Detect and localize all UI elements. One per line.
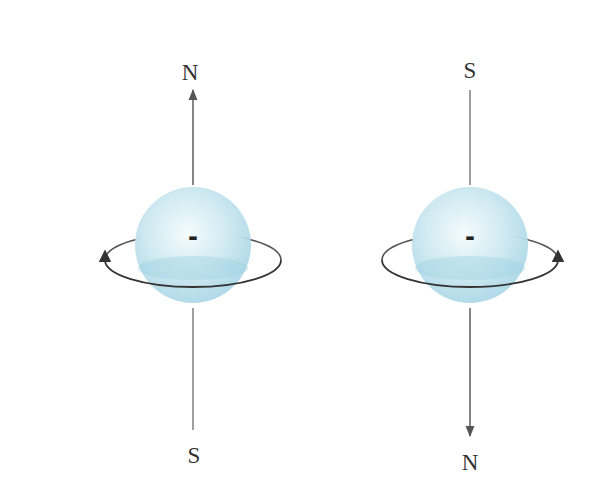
electron: - — [375, 180, 565, 320]
pole-arrow — [192, 90, 194, 185]
pole-line — [192, 308, 194, 430]
rotation-arc — [105, 260, 281, 287]
pole-label: S — [464, 59, 477, 82]
charge-sign: - — [188, 225, 198, 249]
pole-label: N — [182, 61, 199, 84]
sphere-shade — [138, 256, 248, 280]
sphere-body — [412, 187, 528, 303]
charge-sign: - — [465, 225, 475, 249]
electron: - — [98, 180, 288, 320]
pole-label: S — [188, 444, 201, 467]
sphere-body — [135, 187, 251, 303]
pole-label: N — [462, 451, 479, 474]
electron-sphere — [98, 180, 288, 320]
pole-arrow — [469, 308, 471, 436]
electron-sphere — [375, 180, 565, 320]
rotation-arrowhead — [104, 252, 106, 262]
rotation-arc — [382, 260, 558, 287]
rotation-arrowhead — [557, 252, 559, 262]
sphere-shade — [415, 256, 525, 280]
pole-line — [469, 90, 471, 185]
